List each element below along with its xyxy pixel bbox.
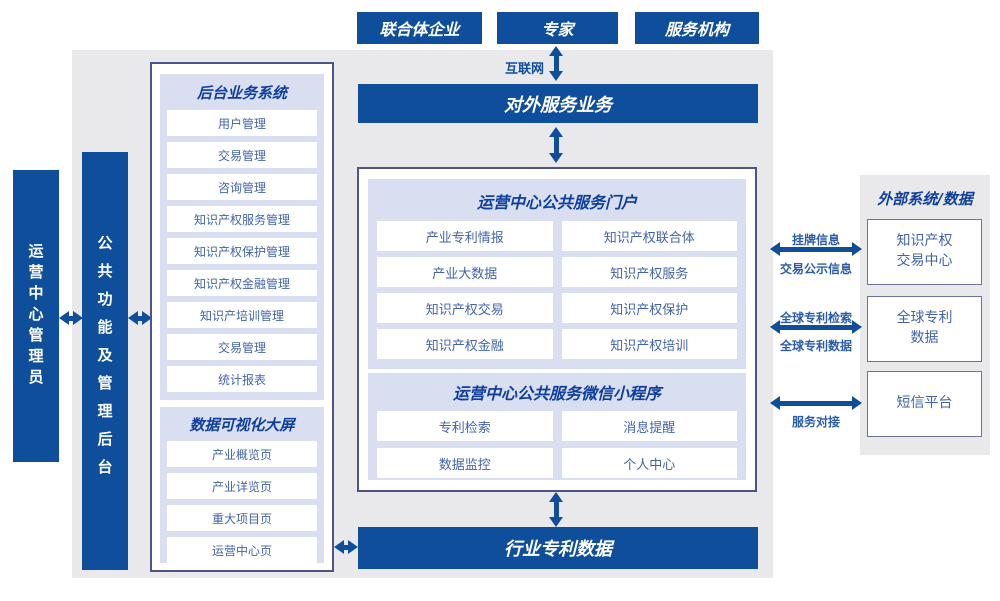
external-box-line: 短信平台 xyxy=(896,395,953,412)
external-service-bar: 对外服务业务 xyxy=(358,84,758,123)
portal-item: 知识产权交易 xyxy=(377,293,553,323)
admin-bar: 运营中心管理员 xyxy=(13,170,59,462)
backend-system-title: 后台业务系统 xyxy=(196,84,287,102)
external-box-line: 交易中心 xyxy=(896,253,953,269)
miniapp-item: 专利检索 xyxy=(377,411,553,441)
top-entity-service-orgs: 服务机构 xyxy=(635,12,759,44)
miniapp-panel: 运营中心公共服务微信小程序 专利检索 消息提醒 数据监控 个人中心 xyxy=(368,373,746,480)
external-box-sms: 短信平台 xyxy=(867,371,982,437)
public-functions-bar: 公共功能及管理后台 xyxy=(82,152,128,570)
miniapp-item: 消息提醒 xyxy=(561,411,737,441)
dashboard-title: 数据可视化大屏 xyxy=(189,416,295,434)
admin-bar-label: 运营中心管理员 xyxy=(26,242,45,390)
portal-title: 运营中心公共服务门户 xyxy=(476,193,637,212)
backend-item: 用户管理 xyxy=(167,110,317,136)
arrow-portal-patent-icon xyxy=(549,492,563,527)
arrow-functions-backend-icon xyxy=(128,311,152,325)
external-box-global-patent: 全球专利 数据 xyxy=(867,296,982,362)
miniapp-item: 数据监控 xyxy=(377,448,553,478)
miniapp-title: 运营中心公共服务微信小程序 xyxy=(452,384,661,403)
arrow-admin-functions-icon xyxy=(59,311,83,325)
link-label-trade-publicity: 交易公示信息 xyxy=(779,262,852,276)
arrow-backend-patent-icon xyxy=(334,540,358,554)
industry-patent-data-bar: 行业专利数据 xyxy=(358,527,758,569)
dashboard-panel: 数据可视化大屏 产业概览页 产业详览页 重大项目页 运营中心页 xyxy=(160,407,324,563)
dashboard-item: 重大项目页 xyxy=(167,505,317,531)
external-systems-panel: 外部系统/数据 知识产权 交易中心 全球专利 数据 短信平台 xyxy=(860,175,990,455)
portal-item: 产业大数据 xyxy=(377,257,553,287)
backend-container: 后台业务系统 用户管理 交易管理 咨询管理 知识产权服务管理 知识产权保护管理 … xyxy=(150,62,334,572)
backend-system-panel: 后台业务系统 用户管理 交易管理 咨询管理 知识产权服务管理 知识产权保护管理 … xyxy=(160,74,324,400)
internet-label: 互联网 xyxy=(504,62,544,77)
miniapp-item: 个人中心 xyxy=(561,448,737,478)
public-functions-bar-label: 公共功能及管理后台 xyxy=(95,235,114,487)
dashboard-item: 运营中心页 xyxy=(167,537,317,563)
backend-item: 知识产权服务管理 xyxy=(167,206,317,232)
external-box-line: 知识产权 xyxy=(896,233,953,250)
portal-panel: 运营中心公共服务门户 产业专利情报 知识产权联合体 产业大数据 知识产权服务 知… xyxy=(368,179,746,369)
center-container: 运营中心公共服务门户 产业专利情报 知识产权联合体 产业大数据 知识产权服务 知… xyxy=(357,167,757,492)
backend-item: 知识产权保护管理 xyxy=(167,238,317,264)
portal-item: 知识产权金融 xyxy=(377,329,553,359)
external-box-line: 全球专利 xyxy=(896,310,953,327)
top-entity-experts: 专家 xyxy=(497,12,618,44)
backend-item: 交易管理 xyxy=(167,334,317,360)
portal-item: 知识产权联合体 xyxy=(561,221,737,251)
portal-item: 知识产权培训 xyxy=(561,329,737,359)
arrow-sms-icon xyxy=(770,396,862,410)
link-label-service-connect: 服务对接 xyxy=(791,415,840,429)
backend-item: 知识产培训管理 xyxy=(167,302,317,328)
arrow-global-patent-icon xyxy=(770,320,862,334)
portal-item: 知识产权服务 xyxy=(561,257,737,287)
link-label-listing-info: 挂牌信息 xyxy=(791,233,840,247)
external-systems-title: 外部系统/数据 xyxy=(877,190,973,208)
backend-item: 知识产权金融管理 xyxy=(167,270,317,296)
link-label-global-search: 全球专利检索 xyxy=(779,311,852,325)
external-box-line: 数据 xyxy=(910,330,939,346)
dashboard-item: 产业概览页 xyxy=(167,441,317,467)
arrow-internet-icon xyxy=(549,46,563,81)
portal-item: 产业专利情报 xyxy=(377,221,553,251)
arrow-service-portal-icon xyxy=(549,127,563,163)
external-box-ip-exchange: 知识产权 交易中心 xyxy=(867,219,982,285)
backend-item: 咨询管理 xyxy=(167,174,317,200)
backend-item: 交易管理 xyxy=(167,142,317,168)
link-label-global-data: 全球专利数据 xyxy=(779,339,852,353)
arrow-exchange-icon xyxy=(770,242,862,256)
portal-item: 知识产权保护 xyxy=(561,293,737,323)
dashboard-item: 产业详览页 xyxy=(167,473,317,499)
backend-item: 统计报表 xyxy=(167,366,317,392)
top-entity-consortium: 联合体企业 xyxy=(357,12,482,44)
